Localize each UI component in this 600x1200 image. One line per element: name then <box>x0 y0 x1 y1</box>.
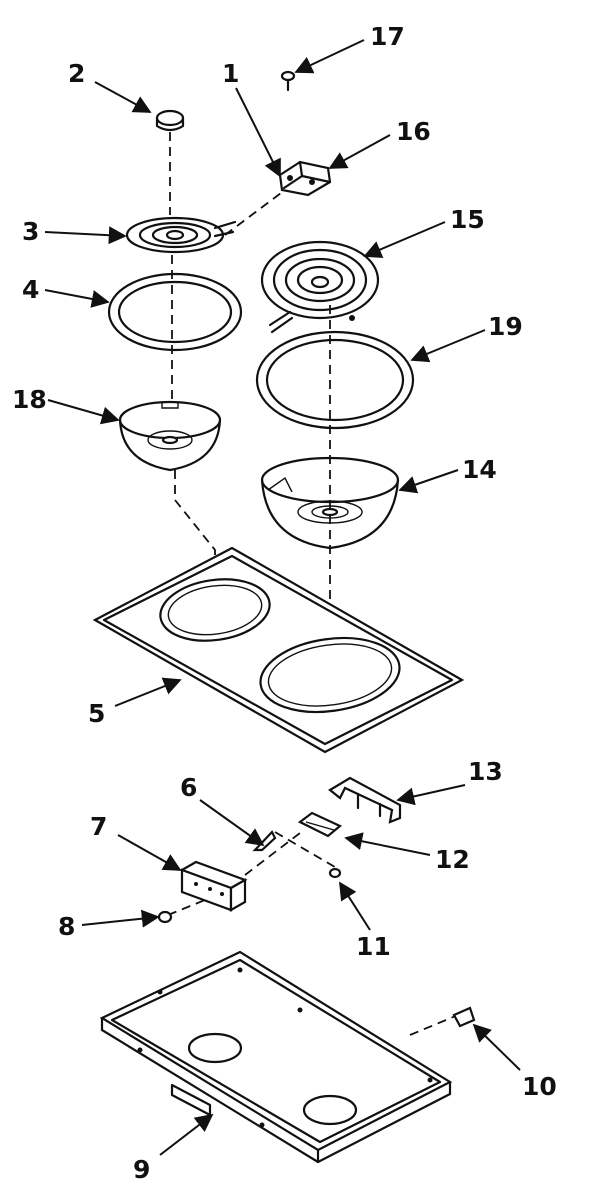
callout-9: 9 <box>133 1155 150 1184</box>
part-11-screw <box>328 867 342 879</box>
callout-16: 16 <box>396 117 431 146</box>
part-9-bottom-pan <box>99 950 453 1164</box>
callout-19: 19 <box>488 312 523 341</box>
callout-12: 12 <box>435 845 470 874</box>
part-5-cooktop <box>92 546 465 754</box>
callout-5: 5 <box>88 699 105 728</box>
part-16-terminal-block <box>278 160 332 197</box>
callout-4: 4 <box>22 275 39 304</box>
part-19-large-trim-ring <box>255 330 415 430</box>
part-12-plate <box>297 811 343 838</box>
callout-10: 10 <box>522 1072 557 1101</box>
part-17-screw <box>280 70 296 92</box>
part-8-screw <box>157 910 173 924</box>
part-18-small-drip-bowl <box>118 400 222 472</box>
callout-numbers: 1 2 3 4 5 6 7 8 9 10 11 12 13 14 15 16 1… <box>12 22 557 1184</box>
callout-18: 18 <box>12 385 47 414</box>
part-7-block <box>179 860 248 912</box>
callout-17: 17 <box>370 22 405 51</box>
callout-1: 1 <box>222 59 239 88</box>
assembly-lines <box>167 132 459 1036</box>
callout-3: 3 <box>22 217 39 246</box>
callout-7: 7 <box>90 812 107 841</box>
part-14-large-drip-bowl <box>260 456 400 550</box>
part-15-large-element <box>260 240 380 334</box>
part-3-small-element <box>125 216 237 254</box>
callout-8: 8 <box>58 912 75 941</box>
callout-13: 13 <box>468 757 503 786</box>
leader-arrows <box>44 39 521 1156</box>
callout-15: 15 <box>450 205 485 234</box>
part-4-trim-ring <box>107 272 243 352</box>
part-2-cap <box>155 109 185 132</box>
callout-6: 6 <box>180 773 197 802</box>
callout-14: 14 <box>462 455 497 484</box>
part-10-screw <box>452 1006 476 1028</box>
part-13-bracket <box>328 776 402 824</box>
callout-11: 11 <box>356 932 391 961</box>
callout-2: 2 <box>68 59 85 88</box>
